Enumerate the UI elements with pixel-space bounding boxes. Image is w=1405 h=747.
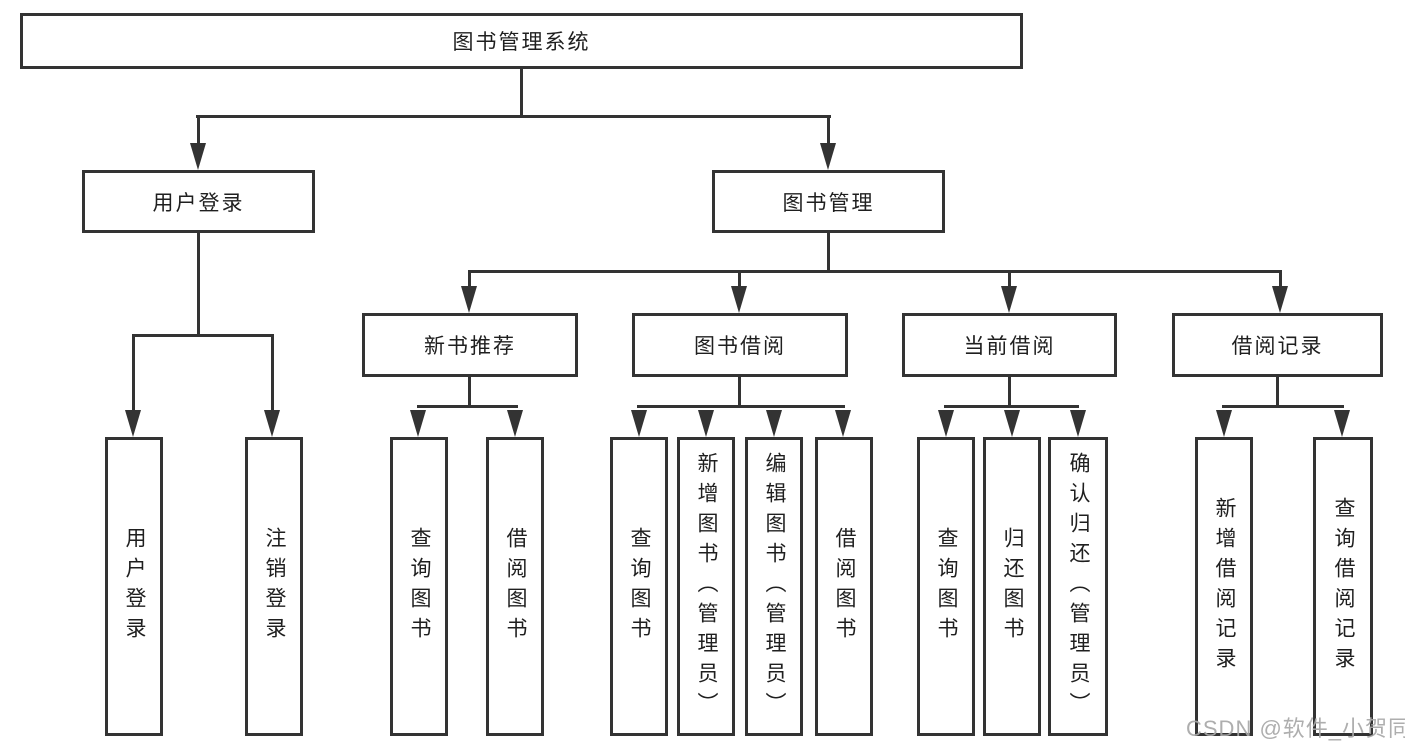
leaf-borrow-books-recommend: 借阅图书	[486, 437, 544, 736]
node-user-login: 用户登录	[82, 170, 315, 233]
node-borrow-records: 借阅记录	[1172, 313, 1383, 377]
arrow-down-icon	[125, 410, 141, 437]
leaf-borrow-books-2: 借阅图书	[815, 437, 873, 736]
leaf-add-book-admin: 新增图书（管理员）	[677, 437, 735, 736]
arrow-down-icon	[1216, 410, 1232, 437]
node-user-login-label: 用户登录	[152, 191, 245, 215]
connector-arrow-stem	[132, 337, 135, 411]
leaf-confirm-return-admin-label: 确认归还（管理员）	[1067, 451, 1091, 722]
leaf-add-book-admin-label: 新增图书（管理员）	[695, 451, 719, 722]
connector-arrow-stem	[468, 273, 471, 287]
leaf-return-book-label: 归还图书	[1001, 526, 1025, 647]
connector-newbook-rail	[417, 405, 518, 408]
node-root: 图书管理系统	[20, 13, 1023, 69]
connector-borrow-rail	[637, 405, 845, 408]
leaf-query-borrow-record-label: 查询借阅记录	[1332, 496, 1356, 677]
arrow-down-icon	[507, 410, 523, 437]
connector-current-rail	[944, 405, 1079, 408]
leaf-query-books-current-label: 查询图书	[935, 526, 959, 647]
connector-arrow-stem	[738, 273, 741, 287]
connector-records-stem	[1276, 377, 1279, 408]
arrow-down-icon	[1334, 410, 1350, 437]
arrow-down-icon	[698, 410, 714, 437]
arrow-down-icon	[264, 410, 280, 437]
connector-records-rail	[1222, 405, 1344, 408]
connector-borrow-stem	[738, 377, 741, 408]
leaf-confirm-return-admin: 确认归还（管理员）	[1048, 437, 1108, 736]
arrow-down-icon	[835, 410, 851, 437]
arrow-down-icon	[731, 286, 747, 313]
arrow-down-icon	[410, 410, 426, 437]
node-root-label: 图书管理系统	[452, 31, 591, 54]
connector-arrow-login-stem	[197, 118, 200, 144]
arrow-down-icon	[1070, 410, 1086, 437]
node-book-borrow: 图书借阅	[632, 313, 848, 377]
arrow-down-icon	[938, 410, 954, 437]
leaf-user-login-label: 用户登录	[123, 526, 147, 647]
leaf-add-borrow-record: 新增借阅记录	[1195, 437, 1253, 736]
leaf-user-login: 用户登录	[105, 437, 163, 736]
node-borrow-records-label: 借阅记录	[1231, 335, 1324, 358]
arrow-down-icon	[461, 286, 477, 313]
connector-level3-rail	[468, 270, 1282, 273]
leaf-return-book: 归还图书	[983, 437, 1041, 736]
leaf-edit-book-admin-label: 编辑图书（管理员）	[763, 451, 787, 722]
node-new-book-recommend: 新书推荐	[362, 313, 578, 377]
arrow-down-icon	[1272, 286, 1288, 313]
arrow-down-icon	[1001, 286, 1017, 313]
node-book-management-label: 图书管理	[782, 191, 875, 215]
leaf-query-books-recommend: 查询图书	[390, 437, 448, 736]
node-book-management: 图书管理	[712, 170, 945, 233]
leaf-borrow-books-2-label: 借阅图书	[833, 526, 857, 647]
connector-current-stem	[1008, 377, 1011, 408]
leaf-query-books-current: 查询图书	[917, 437, 975, 736]
connector-login-rail	[132, 334, 274, 337]
leaf-query-books-borrow-label: 查询图书	[628, 526, 652, 647]
leaf-query-books-recommend-label: 查询图书	[408, 526, 432, 647]
leaf-logout-label: 注销登录	[263, 526, 287, 647]
connector-mgmt-stem	[827, 233, 830, 273]
connector-arrow-stem	[1279, 273, 1282, 287]
leaf-logout: 注销登录	[245, 437, 303, 736]
leaf-edit-book-admin: 编辑图书（管理员）	[745, 437, 803, 736]
connector-login-stem	[197, 233, 200, 337]
connector-arrow-stem	[1008, 273, 1011, 287]
watermark: CSDN @软件_小贺同学	[1186, 716, 1405, 741]
leaf-add-borrow-record-label: 新增借阅记录	[1213, 496, 1237, 677]
arrow-down-icon	[190, 143, 206, 170]
arrow-down-icon	[766, 410, 782, 437]
leaf-query-books-borrow: 查询图书	[610, 437, 668, 736]
leaf-borrow-books-recommend-label: 借阅图书	[504, 526, 528, 647]
arrow-down-icon	[820, 143, 836, 170]
connector-newbook-stem	[468, 377, 471, 408]
node-book-borrow-label: 图书借阅	[694, 335, 786, 358]
node-current-borrow-label: 当前借阅	[963, 335, 1056, 358]
connector-arrow-stem	[271, 337, 274, 411]
arrow-down-icon	[631, 410, 647, 437]
node-current-borrow: 当前借阅	[902, 313, 1117, 377]
connector-level2-rail	[196, 115, 831, 118]
arrow-down-icon	[1004, 410, 1020, 437]
node-new-book-recommend-label: 新书推荐	[424, 335, 516, 358]
connector-arrow-mgmt-stem	[827, 118, 830, 144]
connector-root-stem	[520, 69, 523, 118]
leaf-query-borrow-record: 查询借阅记录	[1313, 437, 1373, 736]
